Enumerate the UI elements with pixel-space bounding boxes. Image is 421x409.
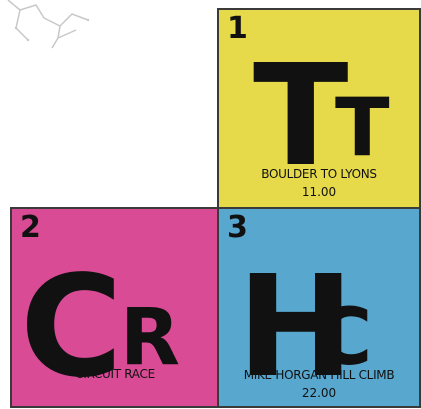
tile-symbol-small: R bbox=[120, 293, 181, 383]
tile-name: CIRCUIT RACE bbox=[75, 367, 155, 381]
tile-symbol-small: C bbox=[315, 293, 373, 383]
tile-boulder-to-lyons: 1 T T BOULDER TO LYONS 11.00 bbox=[217, 8, 421, 209]
tile-symbol-big: C bbox=[20, 246, 123, 409]
tile-name: MIKE HORGAN HILL CLIMB bbox=[243, 368, 395, 382]
molecule-graphic bbox=[7, 0, 90, 49]
tile-mike-horgan-hill-climb: 3 H C MIKE HORGAN HILL CLIMB 22.00 bbox=[217, 207, 421, 408]
tile-name: BOULDER TO LYONS bbox=[261, 167, 377, 181]
faint-caption-strip bbox=[118, 0, 308, 6]
tile-symbol-small: T bbox=[335, 81, 390, 174]
tile-symbol-big: H bbox=[237, 246, 355, 409]
tile-number: 3 bbox=[227, 210, 248, 245]
tile-circuit-race: 2 C R CIRCUIT RACE bbox=[10, 207, 220, 408]
tile-symbol-big: T bbox=[253, 35, 349, 198]
tile-number: 1 bbox=[227, 11, 248, 46]
tile-value: 11.00 bbox=[301, 185, 337, 199]
tile-value: 22.00 bbox=[301, 386, 337, 400]
tile-number: 2 bbox=[20, 210, 41, 245]
